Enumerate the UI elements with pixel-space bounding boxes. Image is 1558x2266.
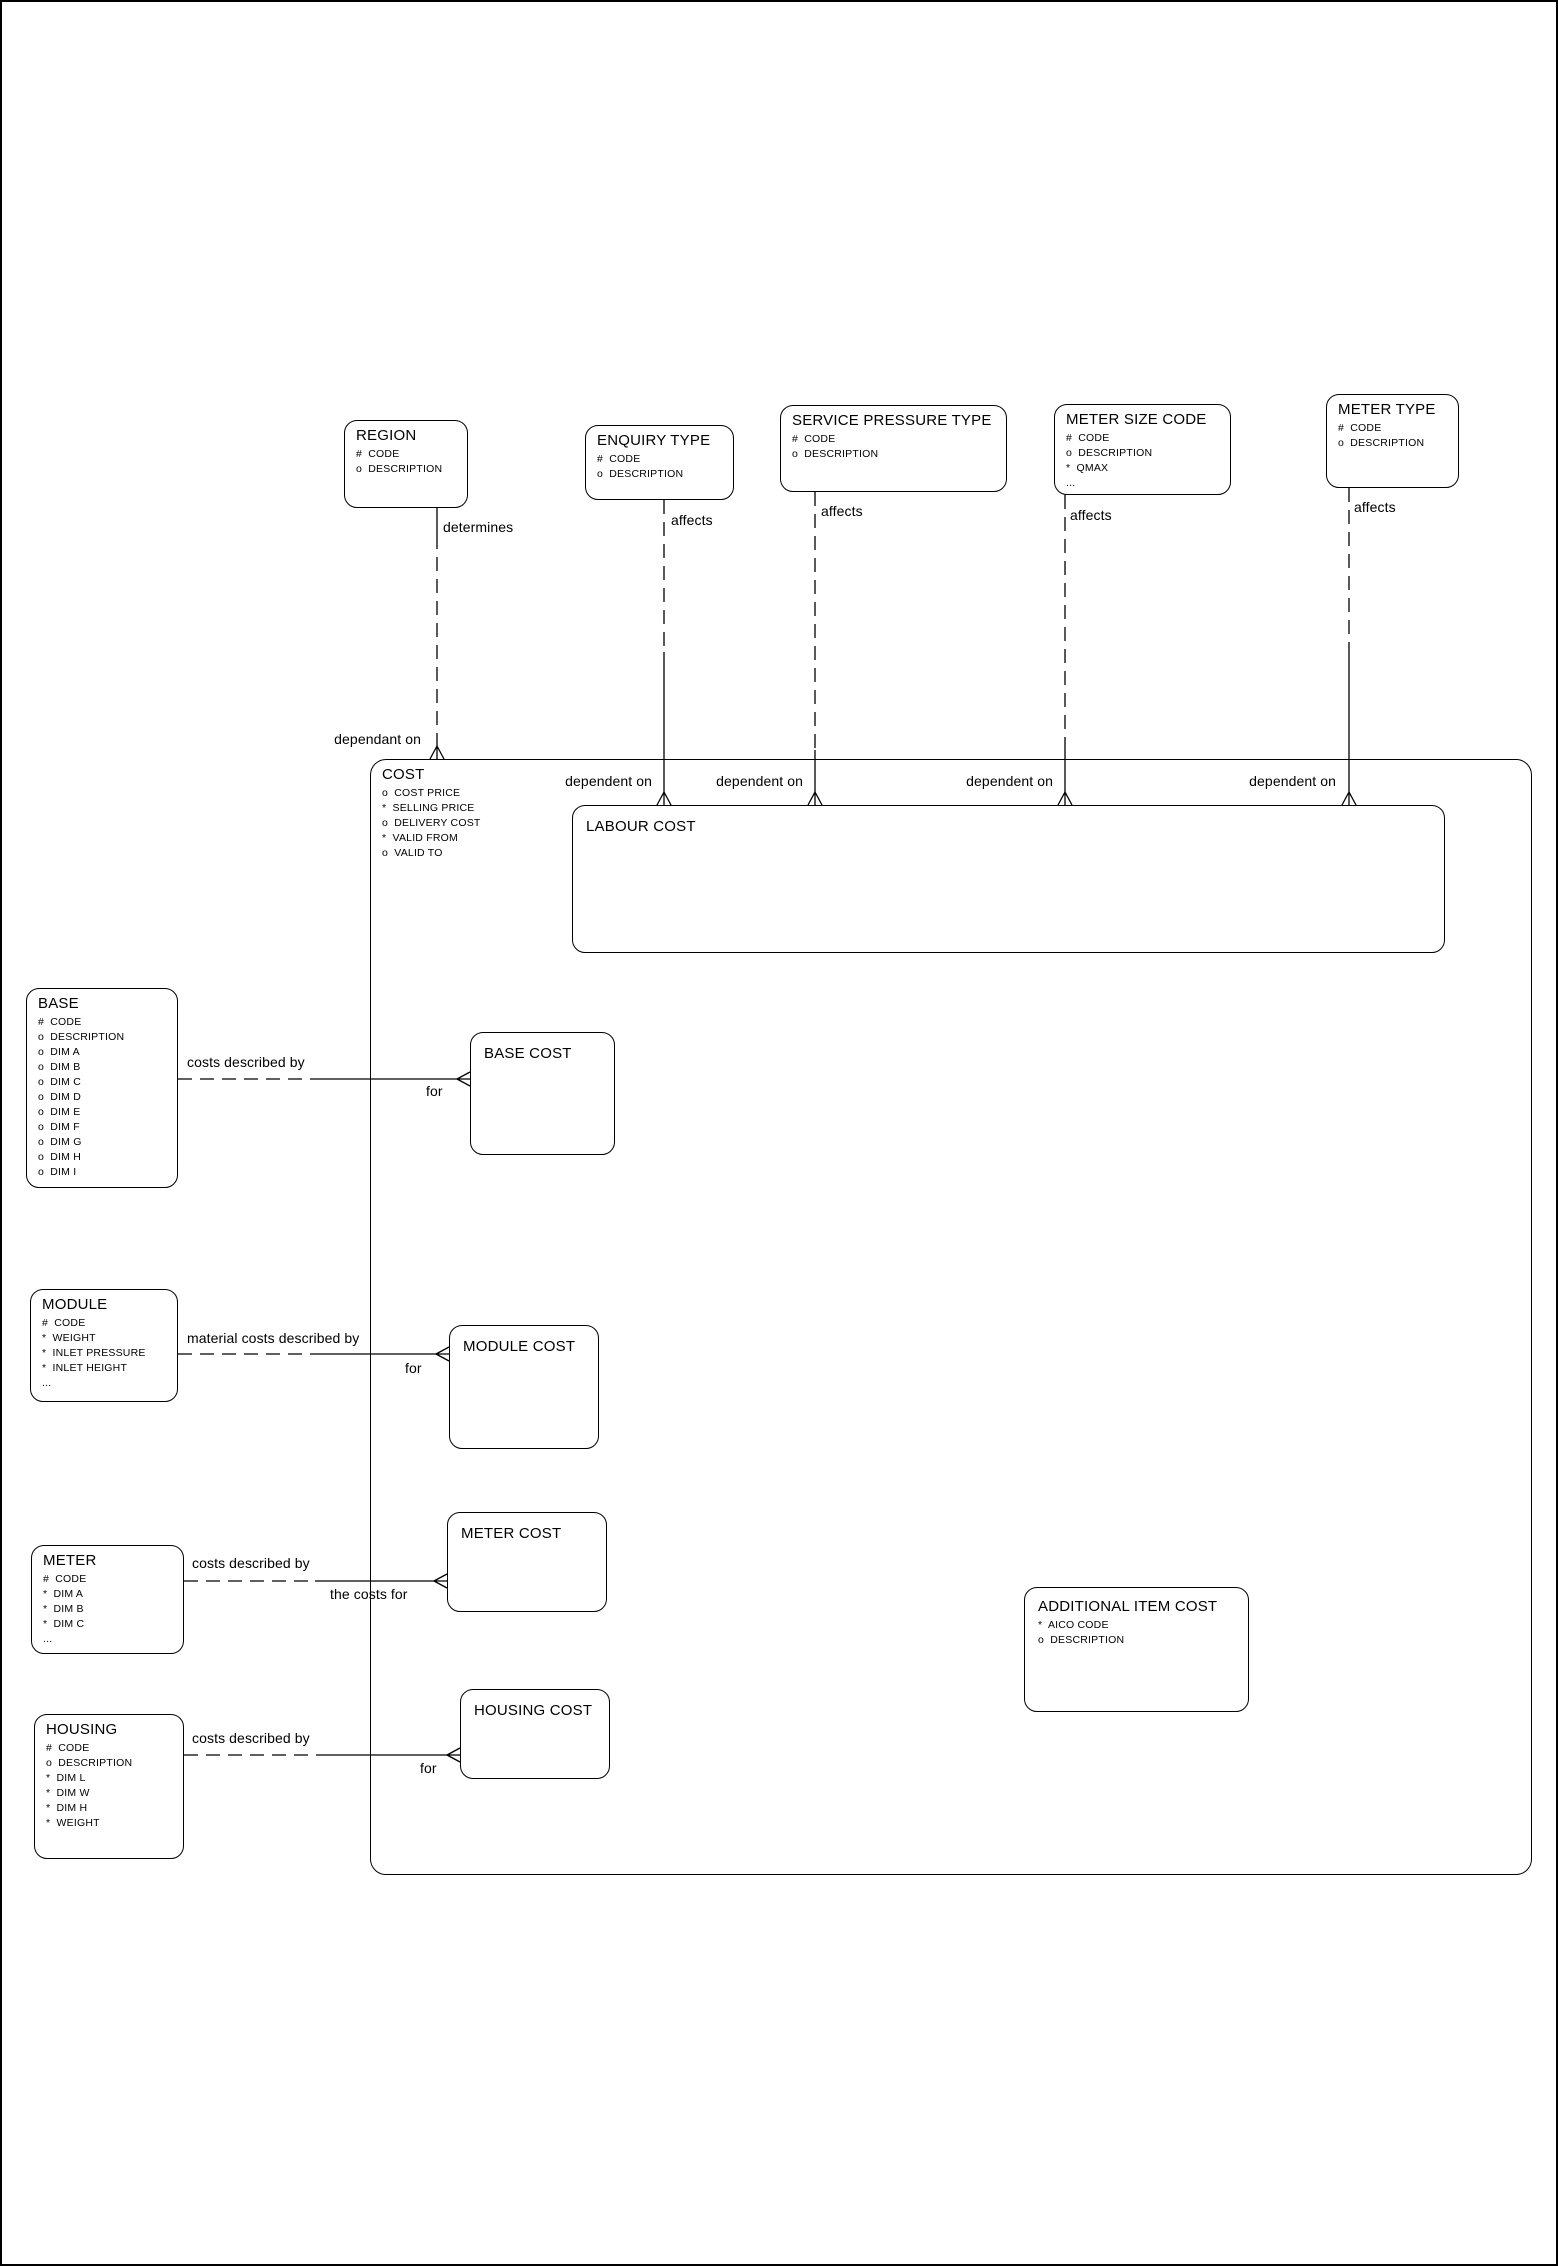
- attribute-row: # CODE: [597, 453, 641, 465]
- attribute-row: o DIM B: [38, 1061, 81, 1073]
- attribute-row: * DIM W: [46, 1787, 90, 1799]
- entity-title: BASE: [38, 995, 79, 1012]
- entity-title: SERVICE PRESSURE TYPE: [792, 412, 992, 429]
- attribute-row: # CODE: [1066, 432, 1110, 444]
- relationship-label-the-costs-for: the costs for: [330, 1586, 408, 1602]
- attribute-row: o DIM F: [38, 1121, 80, 1133]
- entity-title: METER: [43, 1552, 97, 1569]
- attribute-row: * SELLING PRICE: [382, 802, 475, 814]
- attribute-row: o DIM C: [38, 1076, 82, 1088]
- attribute-row: ...: [42, 1377, 52, 1389]
- relationship-label-affects: affects: [821, 503, 863, 519]
- attribute-row: # CODE: [38, 1016, 82, 1028]
- entity-housing-cost-box[interactable]: HOUSING COST: [460, 1689, 610, 1779]
- attribute-row: o DESCRIPTION: [597, 468, 684, 480]
- attribute-row: * QMAX: [1066, 462, 1109, 474]
- entity-enquiry-type-box[interactable]: ENQUIRY TYPE # CODE o DESCRIPTION: [585, 425, 734, 500]
- entity-title: MODULE COST: [463, 1338, 576, 1355]
- attribute-row: o DIM A: [38, 1046, 80, 1058]
- entity-meter-type-box[interactable]: METER TYPE # CODE o DESCRIPTION: [1326, 394, 1459, 488]
- attribute-row: * DIM H: [46, 1802, 88, 1814]
- attribute-row: o COST PRICE: [382, 787, 461, 799]
- relationship-label-costs-described-by: costs described by: [192, 1555, 310, 1571]
- attribute-row: o VALID TO: [382, 847, 443, 859]
- attribute-row: # CODE: [46, 1742, 90, 1754]
- relationship-label-dependant-on: dependant on: [334, 731, 421, 747]
- relationship-label-for: for: [420, 1760, 437, 1776]
- attribute-row: * AICO CODE: [1038, 1619, 1109, 1631]
- attribute-row: * WEIGHT: [42, 1332, 96, 1344]
- attribute-row: * DIM B: [43, 1603, 84, 1615]
- attribute-row: o DIM H: [38, 1151, 82, 1163]
- attribute-row: o DESCRIPTION: [38, 1031, 125, 1043]
- relationship-label-costs-described-by: costs described by: [192, 1730, 310, 1746]
- entity-module-box[interactable]: MODULE # CODE * WEIGHT * INLET PRESSURE …: [30, 1289, 178, 1402]
- relationship-label-dependent-on: dependent on: [966, 773, 1053, 789]
- attribute-row: # CODE: [792, 433, 836, 445]
- relationship-label-affects: affects: [1354, 499, 1396, 515]
- relationship-label-determines: determines: [443, 519, 514, 535]
- relationship-label-costs-described-by: costs described by: [187, 1054, 305, 1070]
- entity-title: METER COST: [461, 1525, 562, 1542]
- attribute-row: o DESCRIPTION: [1338, 437, 1425, 449]
- relationship-label-for: for: [426, 1083, 443, 1099]
- entity-base-box[interactable]: BASE # CODE o DESCRIPTION o DIM A o DIM …: [26, 988, 178, 1188]
- entity-module-cost-box[interactable]: MODULE COST: [449, 1325, 599, 1449]
- relationship-label-for: for: [405, 1360, 422, 1376]
- crowsfoot-region-cost: [429, 745, 445, 760]
- entity-meter-size-code-box[interactable]: METER SIZE CODE # CODE o DESCRIPTION * Q…: [1054, 404, 1231, 495]
- attribute-row: o DELIVERY COST: [382, 817, 481, 829]
- entity-meter-box[interactable]: METER # CODE * DIM A * DIM B * DIM C ...: [31, 1545, 184, 1654]
- entity-region-box[interactable]: REGION # CODE o DESCRIPTION: [344, 420, 468, 508]
- entity-title: REGION: [356, 427, 417, 444]
- attribute-row: o DIM I: [38, 1166, 77, 1178]
- attribute-row: o DESCRIPTION: [792, 448, 879, 460]
- attribute-row: o DESCRIPTION: [46, 1757, 133, 1769]
- attribute-row: * DIM C: [43, 1618, 85, 1630]
- entity-labour-cost-box[interactable]: LABOUR COST: [572, 805, 1445, 953]
- entity-title: ADDITIONAL ITEM COST: [1038, 1598, 1218, 1615]
- attribute-row: ...: [1066, 477, 1076, 489]
- entity-title: HOUSING COST: [474, 1702, 593, 1719]
- attribute-row: # CODE: [1338, 422, 1382, 434]
- attribute-row: # CODE: [356, 448, 400, 460]
- attribute-row: * DIM L: [46, 1772, 86, 1784]
- attribute-row: # CODE: [42, 1317, 86, 1329]
- relationship-label-affects: affects: [1070, 507, 1112, 523]
- entity-meter-cost-box[interactable]: METER COST: [447, 1512, 607, 1612]
- entity-title: BASE COST: [484, 1045, 572, 1062]
- attribute-row: o DESCRIPTION: [1066, 447, 1153, 459]
- attribute-row: o DIM G: [38, 1136, 82, 1148]
- attribute-row: o DIM E: [38, 1106, 81, 1118]
- attribute-row: # CODE: [43, 1573, 87, 1585]
- entity-title: MODULE: [42, 1296, 108, 1313]
- relationship-label-dependent-on: dependent on: [716, 773, 803, 789]
- relationship-label-dependent-on: dependent on: [565, 773, 652, 789]
- attribute-row: o DESCRIPTION: [1038, 1634, 1125, 1646]
- entity-additional-item-cost-box[interactable]: ADDITIONAL ITEM COST * AICO CODE o DESCR…: [1024, 1587, 1249, 1712]
- attribute-row: * INLET PRESSURE: [42, 1347, 146, 1359]
- entity-title: ENQUIRY TYPE: [597, 432, 711, 449]
- attribute-row: * VALID FROM: [382, 832, 458, 844]
- attribute-row: o DIM D: [38, 1091, 82, 1103]
- attribute-row: ...: [43, 1633, 53, 1645]
- entity-title: LABOUR COST: [586, 818, 696, 835]
- relationship-label-affects: affects: [671, 512, 713, 528]
- entity-title: METER TYPE: [1338, 401, 1436, 418]
- entity-title: METER SIZE CODE: [1066, 411, 1207, 428]
- relationship-label-material-costs-described-by: material costs described by: [187, 1330, 360, 1346]
- attribute-row: * DIM A: [43, 1588, 84, 1600]
- relationship-label-dependent-on: dependent on: [1249, 773, 1336, 789]
- entity-title: COST: [382, 766, 425, 783]
- entity-base-cost-box[interactable]: BASE COST: [470, 1032, 615, 1155]
- attribute-row: o DESCRIPTION: [356, 463, 443, 475]
- attribute-row: * WEIGHT: [46, 1817, 100, 1829]
- attribute-row: * INLET HEIGHT: [42, 1362, 128, 1374]
- entity-service-pressure-type-box[interactable]: SERVICE PRESSURE TYPE # CODE o DESCRIPTI…: [780, 405, 1007, 492]
- entity-title: HOUSING: [46, 1721, 118, 1738]
- entity-housing-box[interactable]: HOUSING # CODE o DESCRIPTION * DIM L * D…: [34, 1714, 184, 1859]
